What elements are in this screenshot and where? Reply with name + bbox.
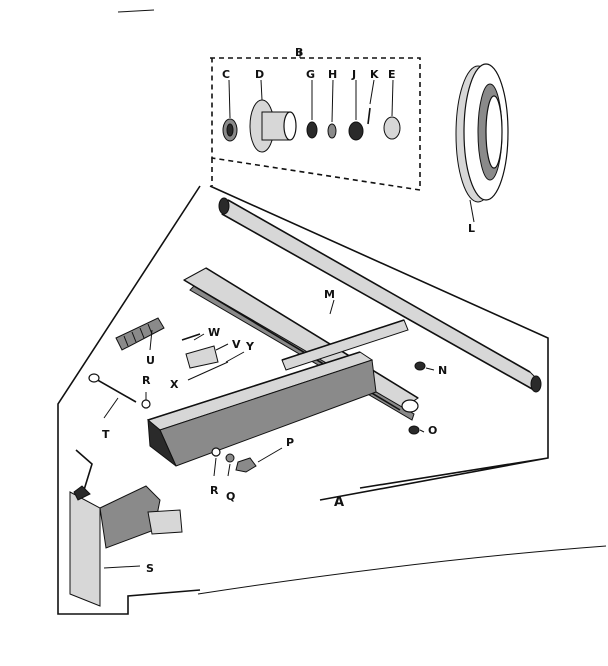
stray-sweep-line	[197, 545, 607, 595]
label-x: X	[170, 378, 179, 391]
part-s-bracket	[69, 449, 183, 607]
hub-parts	[222, 99, 401, 153]
part-n-nut	[414, 361, 426, 371]
part-p-nut	[235, 457, 257, 473]
label-e: E	[388, 68, 396, 81]
label-m: M	[324, 288, 335, 301]
label-d: D	[255, 68, 264, 81]
label-r-lower: R	[210, 484, 219, 497]
label-u: U	[146, 354, 155, 367]
label-l: L	[468, 222, 475, 235]
small-parts	[88, 317, 426, 473]
label-n: N	[438, 364, 447, 377]
part-r-washer-lower	[211, 447, 221, 457]
part-k-pin	[367, 107, 371, 125]
label-k: K	[370, 68, 379, 81]
part-v-bracket	[185, 345, 219, 369]
label-w: W	[208, 326, 220, 339]
axle-tube	[218, 197, 542, 393]
label-h: H	[328, 68, 337, 81]
part-r-washer-left	[141, 399, 151, 409]
label-v: V	[232, 338, 241, 351]
label-j: J	[351, 68, 356, 81]
part-g-bearing	[306, 121, 318, 139]
group-a-outline	[57, 185, 549, 615]
cross-tube	[281, 319, 409, 371]
label-o: O	[428, 424, 437, 437]
label-a: A	[334, 495, 344, 510]
label-c: C	[222, 68, 230, 81]
label-p: P	[286, 436, 294, 449]
part-e-cap	[383, 116, 401, 140]
part-t-bolt	[93, 377, 137, 403]
callout-labels: B C D G H J K E L M W U V Y R X N T O P …	[102, 46, 475, 575]
label-y: Y	[245, 340, 255, 353]
label-g: G	[306, 68, 315, 81]
label-q: Q	[226, 490, 235, 503]
group-b-outline	[210, 57, 421, 191]
label-t: T	[102, 428, 110, 441]
label-s: S	[146, 562, 154, 575]
leader-lines	[103, 299, 435, 569]
part-o-nut	[408, 425, 420, 435]
front-channel	[146, 351, 377, 467]
part-q-washer	[225, 453, 235, 463]
part-h-washer	[327, 123, 337, 139]
stray-mark-top	[117, 9, 155, 13]
hub-leader-lines	[228, 50, 394, 123]
part-w-bolt	[181, 333, 201, 341]
label-b: B	[295, 46, 303, 59]
label-r-left: R	[142, 374, 151, 387]
part-u-spring	[115, 317, 165, 351]
part-j-nut	[348, 121, 364, 141]
part-l-wheel	[455, 63, 509, 223]
